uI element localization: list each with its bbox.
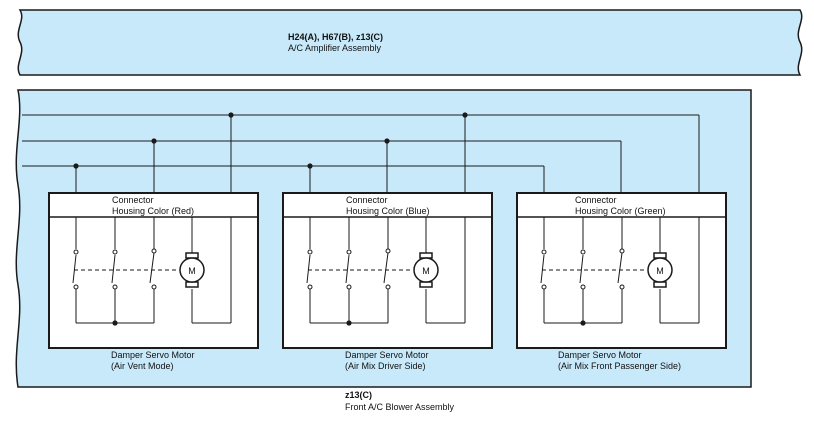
- connector-label: Connector: [112, 195, 154, 205]
- servo-title: Damper Servo Motor: [558, 350, 642, 360]
- bus-wires: [22, 114, 700, 193]
- junction-dot: [307, 163, 313, 169]
- amplifier-panel: [17, 9, 803, 76]
- motor-icon: M: [413, 252, 439, 288]
- junction-dots: [73, 112, 468, 169]
- blower-name: Front A/C Blower Assembly: [345, 402, 455, 412]
- connector-label: Connector: [346, 195, 388, 205]
- servo-box-1: Connector Housing Color (Red): [48, 192, 259, 349]
- servo-box-2: Connector Housing Color (Blue): [282, 192, 493, 349]
- junction-dot: [73, 163, 79, 169]
- amplifier-name: A/C Amplifier Assembly: [288, 43, 382, 53]
- junction-dot: [384, 138, 390, 144]
- motor-icon: M: [647, 252, 673, 288]
- servo-subtitle: (Air Vent Mode): [111, 361, 174, 371]
- motor-symbol: M: [422, 266, 430, 276]
- motor-symbol: M: [188, 266, 196, 276]
- amplifier-code: H24(A), H67(B), z13(C): [288, 32, 383, 42]
- motor-symbol: M: [656, 266, 664, 276]
- motor-icon: M: [179, 252, 205, 288]
- servo-box-3: Connector Housing Color (Green): [516, 192, 727, 349]
- blower-code: z13(C): [345, 390, 372, 400]
- servo-subtitle: (Air Mix Driver Side): [345, 361, 426, 371]
- junction-dot: [151, 138, 157, 144]
- connector-housing-color: Housing Color (Red): [112, 206, 194, 216]
- junction-dot: [228, 112, 234, 118]
- servo-title: Damper Servo Motor: [345, 350, 429, 360]
- connector-housing-color: Housing Color (Green): [575, 206, 666, 216]
- servo-subtitle: (Air Mix Front Passenger Side): [558, 361, 681, 371]
- connector-housing-color: Housing Color (Blue): [346, 206, 430, 216]
- connector-label: Connector: [575, 195, 617, 205]
- junction-dot: [462, 112, 468, 118]
- servo-title: Damper Servo Motor: [111, 350, 195, 360]
